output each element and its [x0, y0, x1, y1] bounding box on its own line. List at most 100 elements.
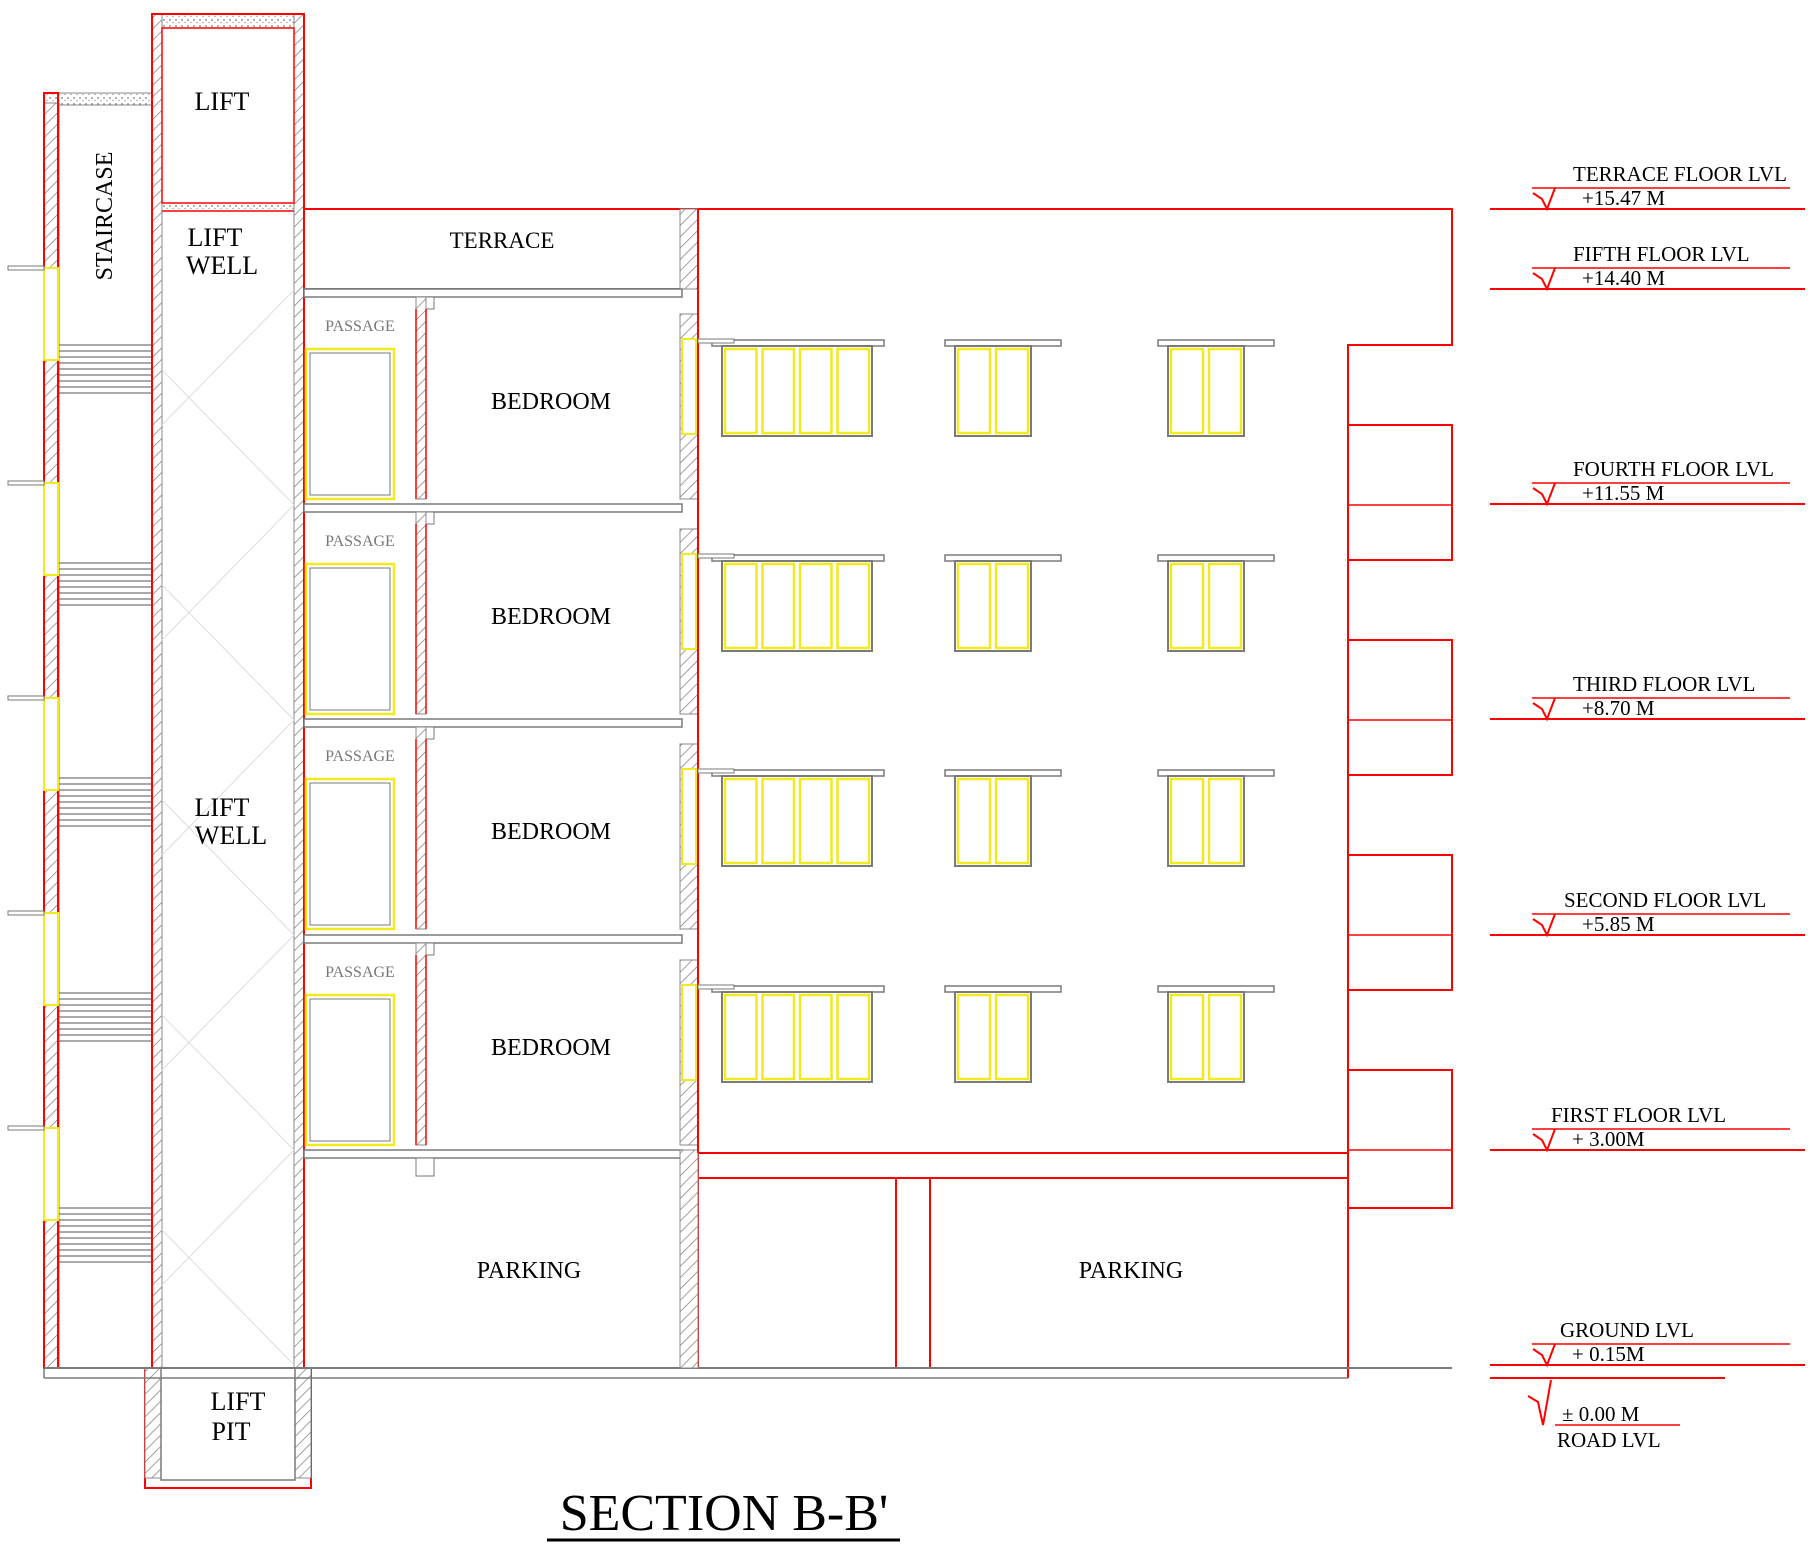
- window-pane: [836, 347, 871, 435]
- window-pane: [994, 777, 1030, 865]
- window-pane: [836, 993, 871, 1081]
- floor-slab: [303, 934, 683, 944]
- landing-slab: [7, 695, 45, 701]
- window-pane: [994, 993, 1030, 1081]
- floor-slab: [303, 503, 683, 513]
- landing-slab: [7, 480, 45, 486]
- building-outline: [43, 208, 1453, 1379]
- window-pane: [761, 562, 796, 650]
- window-pane: [723, 777, 758, 865]
- bedroom-label: BEDROOM: [491, 604, 611, 630]
- passage-door: [304, 993, 396, 1147]
- beam-drop: [415, 1157, 435, 1177]
- window-pane: [798, 562, 833, 650]
- landing-slab: [7, 265, 45, 271]
- level-value: +5.85 M: [1582, 912, 1655, 936]
- passage-label: PASSAGE: [325, 533, 395, 550]
- window-pane: [1169, 562, 1205, 650]
- window-pane: [1207, 993, 1243, 1081]
- passage-door: [304, 777, 396, 931]
- bedroom-label: BEDROOM: [491, 1035, 611, 1061]
- landing-slab: [7, 910, 45, 916]
- passage-label: PASSAGE: [325, 748, 395, 765]
- window-pane: [994, 562, 1030, 650]
- level-value: +15.47 M: [1582, 186, 1665, 210]
- parking-right-label: PARKING: [1079, 1258, 1183, 1284]
- window-pane: [798, 777, 833, 865]
- passage-label: PASSAGE: [325, 318, 395, 335]
- window-pane: [798, 993, 833, 1081]
- landing-slab: [7, 1125, 45, 1131]
- bedroom-label: BEDROOM: [491, 819, 611, 845]
- window-pane: [761, 993, 796, 1081]
- parking-left-label: PARKING: [477, 1258, 581, 1284]
- window-pane: [1169, 777, 1205, 865]
- window-pane: [723, 347, 758, 435]
- section-title: SECTION B-B': [560, 1485, 889, 1542]
- floor-slab: [303, 1149, 683, 1159]
- balcony: [1348, 639, 1453, 776]
- level-value: +14.40 M: [1582, 266, 1665, 290]
- floor-slab: [303, 718, 683, 728]
- partition-wall: [415, 511, 427, 715]
- level-value: ± 0.00 M: [1562, 1402, 1640, 1426]
- lift-well-label-mid-1: LIFT: [195, 793, 250, 822]
- partition-wall: [415, 726, 427, 930]
- level-marker: GROUND LVL+ 0.15M: [1490, 1318, 1805, 1368]
- level-name: FIFTH FLOOR LVL: [1573, 242, 1750, 266]
- staircase-window: [43, 1127, 59, 1221]
- level-marker: FIFTH FLOOR LVL+14.40 M: [1490, 242, 1805, 292]
- staircase-block: [7, 92, 163, 1369]
- staircase-label: STAIRCASE: [92, 152, 118, 281]
- terrace-label: TERRACE: [450, 228, 555, 253]
- passage-label: PASSAGE: [325, 964, 395, 981]
- level-value: + 3.00M: [1572, 1127, 1645, 1151]
- level-marker: FIRST FLOOR LVL+ 3.00M: [1490, 1103, 1805, 1153]
- floor-slabs: PASSAGE BEDROOM PASSAGE BEDROOM PASSAGE BEDRO…: [303, 209, 699, 1369]
- bedroom-label: BEDROOM: [491, 389, 611, 415]
- bedroom-window: [681, 338, 697, 435]
- balcony: [1348, 854, 1453, 991]
- window-pane: [723, 562, 758, 650]
- level-name: ROAD LVL: [1557, 1428, 1661, 1452]
- level-marker: SECOND FLOOR LVL+5.85 M: [1490, 888, 1805, 938]
- lift-well-label-mid-2: WELL: [195, 821, 267, 850]
- window-pane: [798, 347, 833, 435]
- bedroom-window: [681, 768, 697, 865]
- staircase-window: [43, 697, 59, 791]
- partition-wall: [415, 942, 427, 1146]
- staircase-window: [43, 912, 59, 1006]
- window-pane: [836, 777, 871, 865]
- passage-door: [304, 347, 396, 501]
- lift-pit-label-1: LIFT: [211, 1387, 266, 1416]
- bedroom-window: [681, 984, 697, 1081]
- level-value: + 0.15M: [1572, 1342, 1645, 1366]
- level-name: SECOND FLOOR LVL: [1564, 888, 1766, 912]
- window-pane: [761, 347, 796, 435]
- staircase-window: [43, 482, 59, 576]
- passage-door: [304, 562, 396, 716]
- level-name: FIRST FLOOR LVL: [1551, 1103, 1726, 1127]
- bedroom-window: [681, 553, 697, 650]
- window-pane: [1207, 777, 1243, 865]
- window-pane: [723, 993, 758, 1081]
- window-pane: [1207, 562, 1243, 650]
- level-markers: TERRACE FLOOR LVL+15.47 M FIFTH FLOOR LVL…: [1490, 162, 1805, 1452]
- level-marker: FOURTH FLOOR LVL+11.55 M: [1490, 457, 1805, 507]
- window-pane: [956, 347, 992, 435]
- window-pane: [1169, 993, 1205, 1081]
- staircase-window: [43, 267, 59, 361]
- level-marker: TERRACE FLOOR LVL+15.47 M: [1490, 162, 1805, 212]
- floor-slab: [303, 288, 683, 298]
- level-value: +11.55 M: [1582, 481, 1665, 505]
- elevation-windows: [697, 338, 1275, 1083]
- level-name: THIRD FLOOR LVL: [1573, 672, 1755, 696]
- level-name: FOURTH FLOOR LVL: [1573, 457, 1774, 481]
- level-value: +8.70 M: [1582, 696, 1655, 720]
- window-pane: [836, 562, 871, 650]
- window-pane: [1169, 347, 1205, 435]
- window-pane: [956, 777, 992, 865]
- level-name: GROUND LVL: [1560, 1318, 1694, 1342]
